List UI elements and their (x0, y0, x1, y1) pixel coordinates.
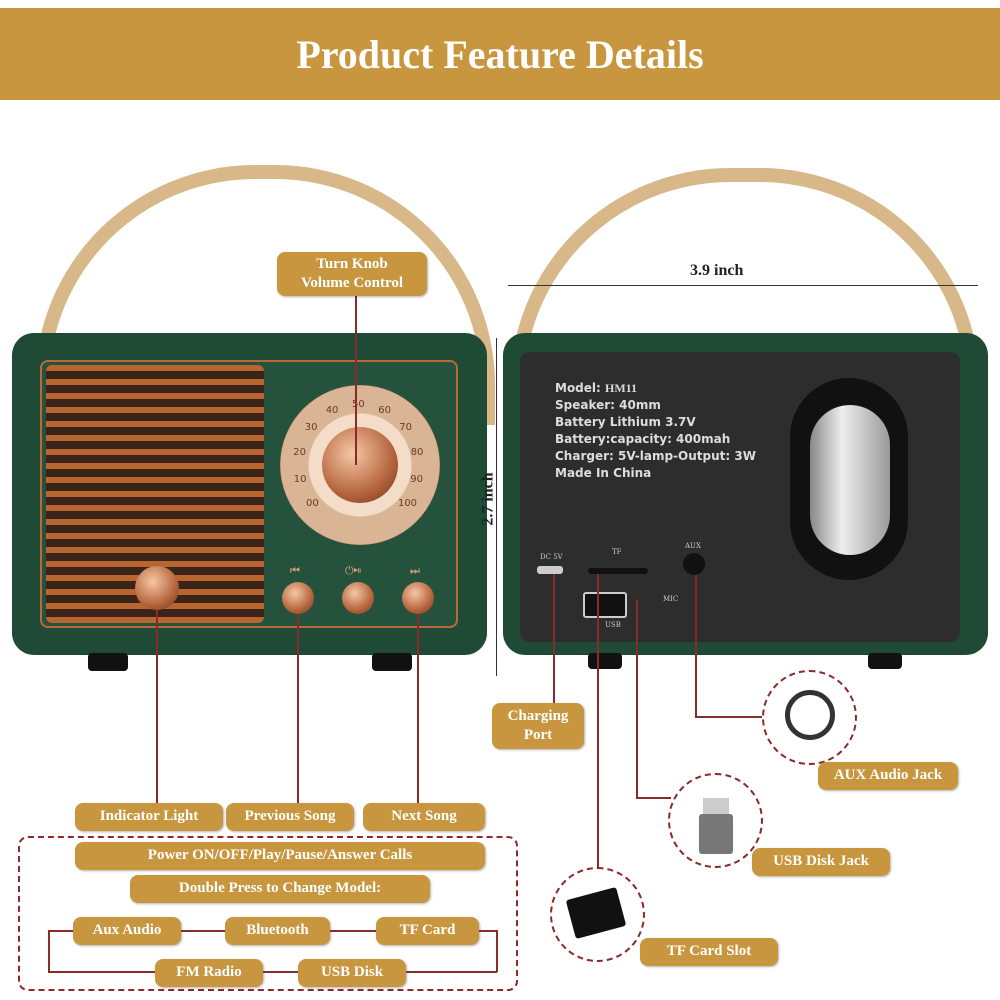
indicator-light[interactable] (135, 566, 179, 610)
dial-number: 80 (410, 446, 424, 458)
label-indicator-light: Indicator Light (75, 803, 223, 831)
mode-tf-card: TF Card (376, 917, 479, 945)
volume-knob[interactable] (322, 427, 398, 503)
tf-slot[interactable] (588, 568, 648, 574)
dial-number: 100 (397, 497, 418, 509)
play-pause-button[interactable] (342, 582, 374, 614)
dial-number: 60 (378, 405, 392, 417)
label-power: Power ON/OFF/Play/Pause/Answer Calls (75, 842, 485, 870)
mode-fm-radio: FM Radio (155, 959, 263, 987)
next-button[interactable] (402, 582, 434, 614)
label-next-song: Next Song (363, 803, 485, 831)
mode-usb-disk: USB Disk (298, 959, 406, 987)
mode-bluetooth: Bluetooth (225, 917, 330, 945)
dial-number: 00 (306, 497, 319, 509)
previous-icon: ⏮ (290, 564, 300, 577)
dial-scale: 00 10 20 30 40 50 60 70 80 90 100 (280, 385, 440, 545)
page-title: Product Feature Details (0, 8, 1000, 100)
label-previous-song: Previous Song (226, 803, 354, 831)
dial-number: 40 (325, 405, 339, 417)
dc-port[interactable] (537, 566, 563, 574)
power-play-icon: ⏻⏯ (345, 564, 361, 577)
dial-number: 70 (399, 422, 412, 434)
dial-number: 30 (304, 422, 318, 434)
dial-number: 20 (293, 446, 307, 458)
usb-port[interactable] (583, 592, 627, 618)
next-icon: ⏭ (410, 564, 420, 577)
label-usb-jack: USB Disk Jack (752, 848, 890, 876)
aux-port[interactable] (683, 553, 705, 575)
label-tf-slot: TF Card Slot (640, 938, 778, 966)
label-double-press: Double Press to Change Model: (130, 875, 430, 903)
label-aux-jack: AUX Audio Jack (818, 762, 958, 790)
label-charging-port: Charging Port (492, 703, 584, 749)
mode-aux-audio: Aux Audio (73, 917, 181, 945)
tf-card-icon (550, 867, 645, 962)
label-volume-knob: Turn Knob Volume Control (277, 252, 427, 296)
dial-number: 10 (293, 473, 307, 485)
dial-number: 90 (410, 473, 423, 485)
previous-button[interactable] (282, 582, 314, 614)
dial-number: 50 (352, 399, 365, 410)
